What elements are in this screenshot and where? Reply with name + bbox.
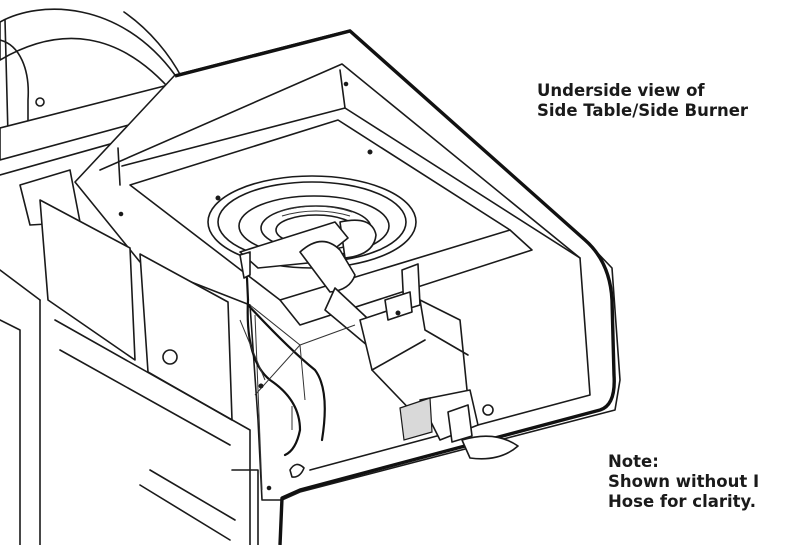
note-label-line2: Shown without I <box>608 472 760 491</box>
underside-label-line2: Side Table/Side Burner <box>537 101 749 120</box>
cabinet-panels <box>0 199 259 545</box>
underside-view-label: Underside view of Side Table/Side Burner <box>537 81 748 121</box>
venturi-tube <box>239 221 469 421</box>
note-label: Note: Shown without I Hose for clarity. <box>608 452 759 512</box>
underside-label-line1: Underside view of <box>537 81 705 100</box>
note-label-line1: Note: <box>608 452 659 471</box>
tray-braces <box>249 304 356 401</box>
control-valve <box>399 389 519 460</box>
igniter-wire <box>239 251 326 478</box>
note-label-line3: Hose for clarity. <box>608 492 757 511</box>
